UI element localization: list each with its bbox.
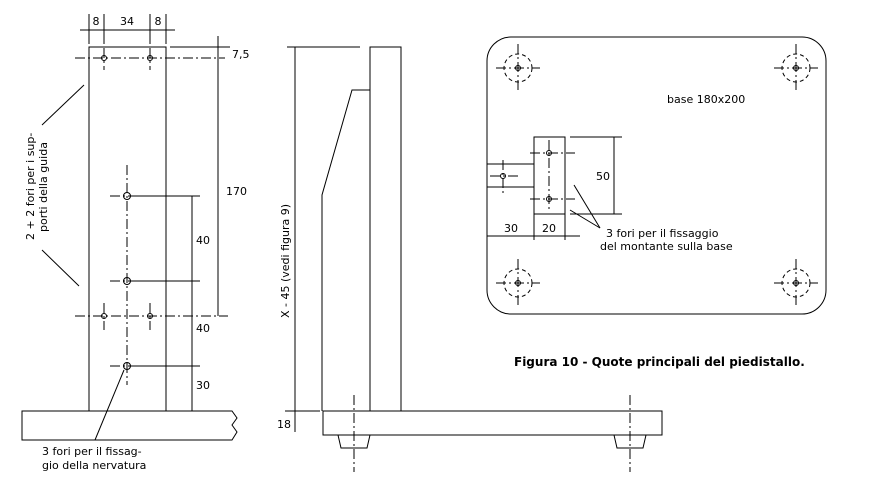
note-base-line2: del montante sulla base (600, 240, 733, 253)
dim-left-label: 8 (93, 15, 100, 28)
note-guide-line2: porti della guida (37, 142, 50, 232)
foot-right (613, 434, 647, 449)
note-guide-line1: 2 + 2 fori per i sup- (24, 133, 37, 240)
corner-hole-top-left (496, 44, 540, 92)
corner-hole-bottom-right (774, 259, 818, 307)
front-view: 8 34 8 7,5 170 40 40 (21, 14, 250, 472)
dim-bottom-label: 30 (196, 379, 210, 392)
rib-profile (321, 89, 370, 411)
dim-total-height-label: 170 (226, 185, 247, 198)
top-dimension: 8 34 8 (80, 14, 175, 44)
dim-base-width-label: 20 (542, 222, 556, 235)
base-view: base 180x200 (486, 36, 827, 315)
note-rib-line1: 3 fori per il fissag- (42, 445, 142, 458)
corner-hole-bottom-left (496, 259, 540, 307)
dim-height-label: X - 45 (vedi figura 9) (279, 204, 292, 318)
foot-left (337, 434, 371, 449)
hole-guide-bottom-right (147, 313, 153, 319)
dim-right-label: 8 (155, 15, 162, 28)
dim-base-label: 18 (277, 418, 291, 431)
dim-base-height-label: 50 (596, 170, 610, 183)
note-base-line1: 3 fori per il fissaggio (606, 227, 719, 240)
rib-footprint (486, 163, 535, 188)
dim-mid-label: 34 (120, 15, 134, 28)
base-plate-top (486, 36, 827, 315)
ground-band (21, 410, 238, 441)
note-rib-line2: gio della nervatura (42, 459, 146, 472)
hole-guide-bottom-left (101, 313, 107, 319)
dim-spacing-1-label: 40 (196, 234, 210, 247)
dim-spacing-2-label: 40 (196, 322, 210, 335)
figure-caption: Figura 10 - Quote principali del piedist… (514, 355, 805, 369)
dim-base-offset-label: 30 (504, 222, 518, 235)
corner-hole-top-right (774, 44, 818, 92)
upright-side (369, 46, 402, 412)
base-label: base 180x200 (667, 93, 745, 106)
dim-top-offset-label: 7,5 (232, 48, 250, 61)
side-view: X - 45 (vedi figura 9) 18 (277, 46, 663, 472)
base-plate-side (322, 410, 663, 436)
